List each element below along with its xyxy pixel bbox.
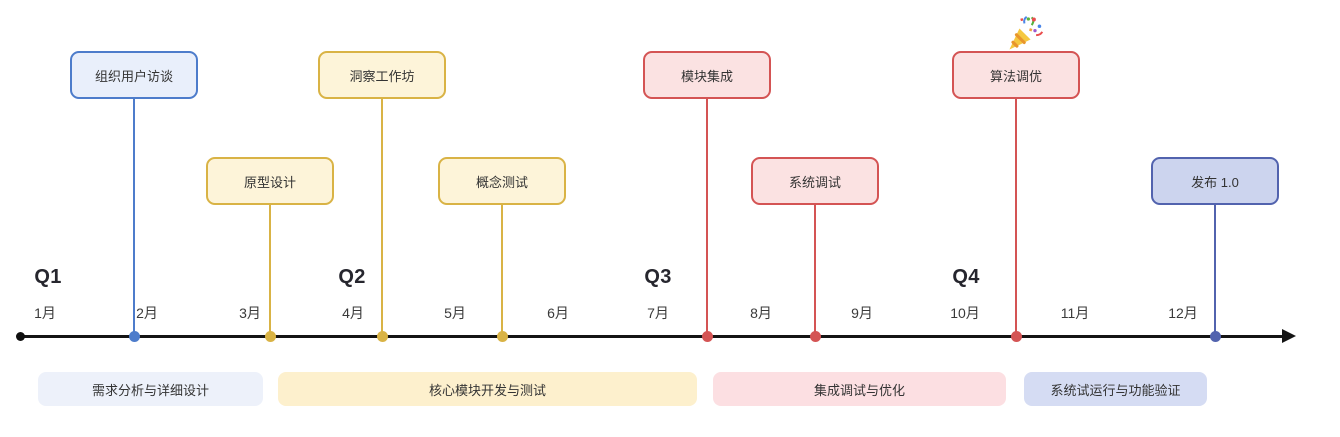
axis-start-dot [16,332,25,341]
milestone-card[interactable]: 原型设计 [206,157,334,205]
milestone-card[interactable]: 系统调试 [751,157,879,205]
milestone-dot [809,330,821,342]
milestone-card[interactable]: 洞察工作坊 [318,51,446,99]
milestone-connector-line [1213,199,1217,336]
month-label: 12月 [1168,305,1198,321]
month-label: 9月 [851,305,873,321]
month-label: 11月 [1060,305,1090,321]
milestone-connector-line [380,93,384,336]
milestone-dot [496,330,508,342]
arrow-right-icon [1282,329,1296,343]
milestone-card[interactable]: 组织用户访谈 [70,51,198,99]
milestone-card[interactable]: 发布 1.0 [1151,157,1279,205]
phase-bar[interactable]: 核心模块开发与测试 [278,372,697,406]
milestone-connector-line [705,93,709,336]
quarter-label: Q4 [952,266,980,288]
phase-bar[interactable]: 系统试运行与功能验证 [1024,372,1207,406]
month-label: 3月 [239,305,261,321]
quarter-label: Q3 [644,266,672,288]
month-label: 5月 [444,305,466,321]
month-label: 4月 [342,305,364,321]
month-label: 6月 [547,305,569,321]
milestone-card[interactable]: 概念测试 [438,157,566,205]
quarter-label: Q2 [338,266,366,288]
month-label: 7月 [647,305,669,321]
milestone-connector-line [813,199,817,336]
milestone-dot [701,330,713,342]
phase-bar[interactable]: 需求分析与详细设计 [38,372,263,406]
quarter-label: Q1 [34,266,62,288]
milestone-connector-line [132,93,136,336]
milestone-connector-line [500,199,504,336]
milestone-card[interactable]: 算法调优 [952,51,1080,99]
month-label: 10月 [950,305,980,321]
timeline-axis-line [20,335,1283,338]
milestone-dot [1209,330,1221,342]
milestone-dot [128,330,140,342]
month-label: 1月 [34,305,56,321]
milestone-dot [264,330,276,342]
phase-bar[interactable]: 集成调试与优化 [713,372,1006,406]
milestone-dot [1010,330,1022,342]
month-label: 2月 [136,305,158,321]
milestone-connector-line [1014,93,1018,336]
milestone-dot [376,330,388,342]
milestone-card[interactable]: 模块集成 [643,51,771,99]
milestone-connector-line [268,199,272,336]
month-label: 8月 [750,305,772,321]
